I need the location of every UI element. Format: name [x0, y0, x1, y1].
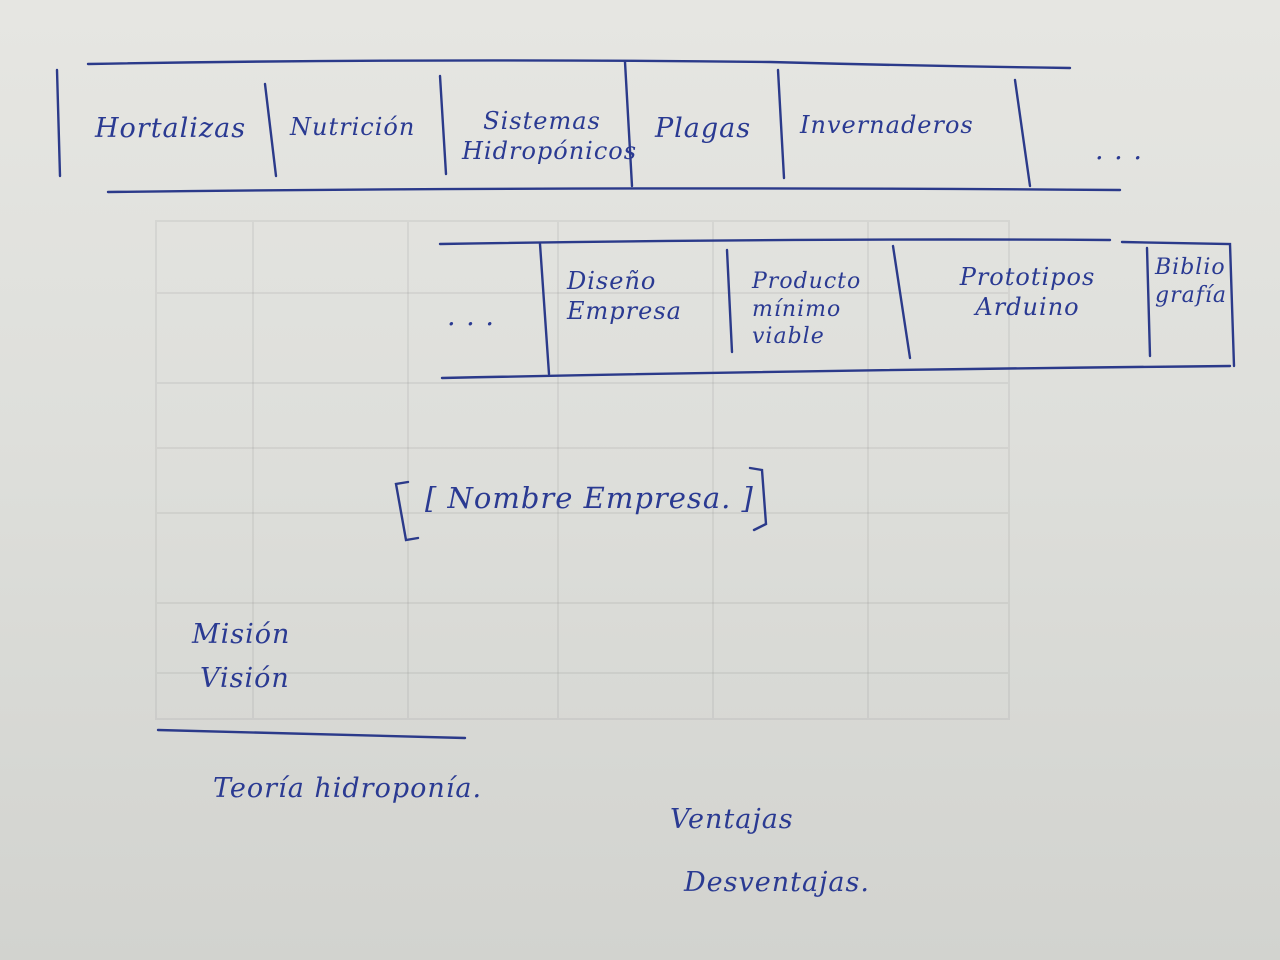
tab-nutricion[interactable]: Nutrición	[290, 113, 416, 141]
tab-more-second[interactable]: . . .	[447, 301, 495, 332]
tab-more-top[interactable]: . . .	[1095, 135, 1143, 166]
tab-invernaderos[interactable]: Invernaderos	[800, 111, 974, 139]
tab-diseno-empresa[interactable]: Diseño Empresa	[567, 267, 682, 325]
company-name-placeholder: [ Nombre Empresa. ]	[425, 481, 754, 515]
disadvantages-label: Desventajas.	[684, 867, 870, 898]
vision-label: Visión	[200, 663, 290, 694]
theory-label: Teoría hidroponía.	[213, 773, 483, 804]
tab-bibliografia[interactable]: Biblio grafía	[1155, 255, 1228, 308]
tab-sistemas-hidroponicos[interactable]: Sistemas Hidropónicos	[462, 107, 638, 165]
tab-plagas[interactable]: Plagas	[655, 113, 752, 144]
mission-label: Misión	[192, 619, 291, 650]
advantages-label: Ventajas	[670, 804, 794, 835]
tab-prototipos-arduino[interactable]: Prototipos Arduino	[959, 263, 1096, 321]
tab-hortalizas[interactable]: Hortalizas	[95, 113, 247, 144]
tab-producto-minimo-viable[interactable]: Producto mínimo viable	[752, 269, 862, 349]
background-grid	[155, 220, 1010, 720]
